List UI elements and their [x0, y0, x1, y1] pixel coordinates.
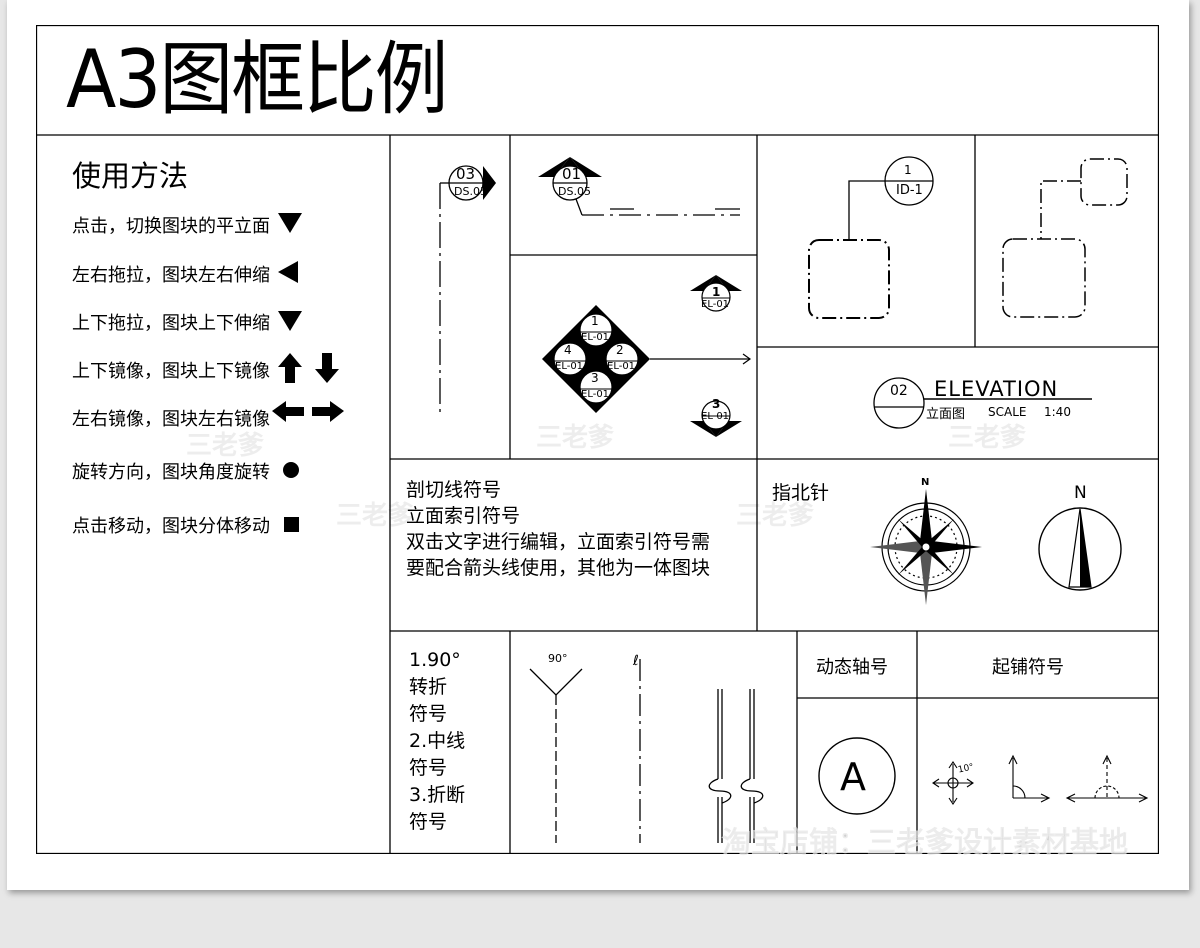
axis-letter: A [840, 755, 866, 799]
callout-ref: ID-1 [896, 183, 923, 198]
watermark-1: 三老爹 [186, 431, 265, 461]
pave-header: 起铺符号 [992, 657, 1064, 678]
arrow-right-icon [312, 401, 344, 422]
arrow-up-icon [278, 353, 302, 383]
usage-item-toggle: 点击，切换图块的平立面 [72, 216, 270, 237]
watermark-2: 三老爹 [536, 423, 615, 453]
a3-frame: A3图框比例 使用方法 点击，切换图块的平立面 左右拖拉，图块左右伸缩 上下拖拉… [36, 25, 1159, 860]
break-note-2: 转折 [409, 676, 448, 698]
notes-block: 剖切线符号 立面索引符号 双击文字进行编辑，立面索引符号需 要配合箭头线使用，其… [406, 477, 710, 581]
grip-symbols [272, 213, 344, 532]
note-line-2: 立面索引符号 [406, 505, 521, 527]
elevation-title-sub: 立面图 [926, 407, 966, 422]
arrow-left-icon [272, 401, 304, 422]
elevation-scale-value: 1:40 [1044, 405, 1071, 419]
break-note-4: 2.中线 [409, 730, 466, 752]
stretch-h-grip-icon [278, 261, 298, 283]
north-n-compass: N [921, 477, 930, 488]
break-note-3: 符号 [409, 703, 448, 725]
diamond-ref-4: EL-01 [555, 361, 584, 372]
elevation-title-symbol [873, 377, 1092, 429]
index-top-ref: EL-01 [701, 299, 730, 310]
break-note-1: 1.90° [409, 649, 461, 671]
detail-callout-dashed [1002, 158, 1128, 318]
usage-item-rotate: 旋转方向，图块角度旋转 [72, 462, 270, 483]
watermark-3: 三老爹 [948, 423, 1027, 453]
note-line-1: 剖切线符号 [406, 479, 502, 501]
break-line-symbols [529, 659, 764, 843]
diamond-num-3: 3 [591, 371, 599, 385]
usage-item-stretch-h: 左右拖拉，图块左右伸缩 [72, 265, 270, 286]
watermark-4: 三老爹 [336, 501, 415, 531]
detail-callout-symbol [808, 156, 934, 319]
north-n-simple: N [1074, 483, 1087, 503]
diamond-num-4: 4 [564, 343, 572, 357]
elevation-scale-label: SCALE [988, 405, 1027, 419]
angle-label: 90° [548, 652, 568, 665]
axis-header: 动态轴号 [816, 657, 888, 678]
north-label: 指北针 [772, 482, 830, 504]
section-number: 03 [456, 165, 476, 183]
sheet-title: A3图框比例 [66, 33, 448, 126]
note-line-3: 双击文字进行编辑，立面索引符号需 [406, 531, 711, 553]
stretch-v-grip-icon [278, 311, 302, 331]
centerline-mark: ℓ [633, 653, 639, 669]
section-ref: DS.05 [454, 185, 487, 198]
elevation-top-number: 01 [562, 165, 582, 183]
index-top-number: 1 [712, 285, 721, 299]
axis-and-pave-symbols [818, 737, 1149, 815]
usage-item-move: 点击移动，图块分体移动 [72, 516, 270, 537]
watermark-5: 三老爹 [736, 501, 815, 531]
move-grip-icon [284, 517, 299, 532]
diamond-ref-1: EL-01 [581, 332, 610, 343]
elevation-title-number: 02 [890, 383, 908, 399]
elevation-top-ref: DS.05 [558, 185, 591, 198]
usage-item-stretch-v: 上下拖拉，图块上下伸缩 [72, 313, 270, 334]
break-note-7: 符号 [409, 811, 448, 833]
usage-item-mirror-v: 上下镜像，图块上下镜像 [72, 361, 270, 382]
diamond-ref-2: EL-01 [607, 361, 636, 372]
index-bottom-number: 3 [712, 397, 721, 411]
frame-grid-lines [36, 25, 1159, 854]
index-bottom-ref: EL-01 [701, 411, 730, 422]
store-watermark: 淘宝店铺：三老爹设计素材基地 [721, 825, 1129, 860]
section-cut-symbol [439, 165, 496, 417]
callout-number: 1 [904, 163, 912, 177]
break-notes: 1.90° 转折 符号 2.中线 符号 3.折断 符号 [409, 647, 465, 836]
diamond-ref-3: EL-01 [581, 389, 610, 400]
diamond-num-1: 1 [591, 314, 599, 328]
drawing-sheet [7, 0, 1189, 890]
toggle-grip-icon [278, 213, 302, 233]
elevation-title-name: ELEVATION [934, 377, 1059, 401]
break-note-6: 3.折断 [409, 784, 466, 806]
elevation-index-diamond [542, 275, 752, 437]
north-arrow-compass [870, 489, 1122, 605]
usage-item-mirror-h: 左右镜像，图块左右镜像 [72, 409, 270, 430]
rotate-grip-icon [283, 462, 299, 478]
break-note-5: 符号 [409, 757, 448, 779]
arrow-down-icon [315, 353, 339, 383]
usage-heading: 使用方法 [72, 159, 189, 193]
note-line-4: 要配合箭头线使用，其他为一体图块 [406, 557, 711, 579]
elevation-index-symbol-top [538, 157, 740, 216]
diamond-num-2: 2 [616, 343, 624, 357]
